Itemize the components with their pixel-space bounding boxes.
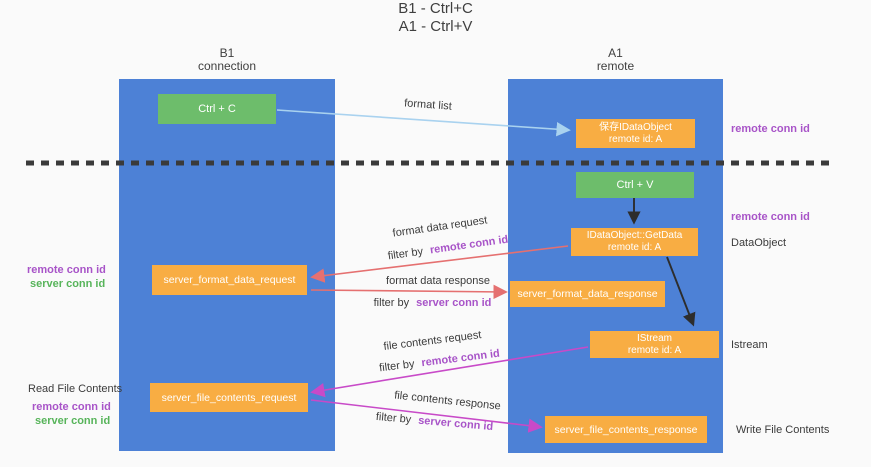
column-a1-role: remote [596, 59, 635, 73]
istream-side-label: Istream [731, 339, 768, 351]
remote-conn-id-label-left-mid: remote conn id [27, 264, 106, 276]
server-file-contents-response-label: server_file_contents_response [554, 423, 698, 436]
remote-conn-id-label-left-bottom: remote conn id [32, 401, 111, 413]
ctrl-v-label: Ctrl + V [616, 179, 654, 191]
remote-conn-id-label-top-right: remote conn id [731, 123, 810, 135]
server-file-contents-request-label: server_file_contents_request [161, 391, 297, 404]
column-b1-name: B1 [219, 46, 235, 60]
remote-conn-id-label-mid-right: remote conn id [731, 211, 810, 223]
server-file-contents-request-box: server_file_contents_request [150, 383, 308, 412]
idataobject-getdata-box: IDataObject::GetData remote id: A [571, 228, 698, 256]
column-header-a1: A1 remote [508, 47, 723, 73]
ctrl-v-box: Ctrl + V [576, 172, 694, 198]
filter-by-text: filter by [373, 297, 410, 309]
format-data-response-arrow [310, 284, 508, 300]
format-list-label: format list [403, 97, 453, 113]
save-idataobject-line2: remote id: A [608, 133, 663, 145]
column-a1-name: A1 [608, 46, 623, 60]
filter-by-server-conn-id-label-1: filter by server conn id [370, 297, 495, 309]
server-file-contents-response-box: server_file_contents_response [545, 416, 707, 443]
getdata-line1: IDataObject::GetData [586, 230, 683, 241]
server-format-data-request-label: server_format_data_request [163, 274, 296, 286]
filter-by-text: filter by [378, 358, 416, 375]
filter-by-text: filter by [375, 410, 412, 426]
save-idataobject-box: 保存IDataObject remote id: A [576, 119, 695, 148]
ctrl-c-label: Ctrl + C [198, 103, 236, 115]
server-conn-id-text: server conn id [416, 297, 492, 309]
ctrl-c-box: Ctrl + C [158, 94, 276, 124]
write-file-contents-label: Write File Contents [736, 424, 830, 436]
title-line-b1: B1 - Ctrl+C [398, 0, 473, 17]
server-format-data-response-label: server_format_data_response [517, 288, 658, 300]
filter-by-server-conn-id-label-2: filter by server conn id [372, 411, 498, 434]
remote-conn-id-text: remote conn id [429, 233, 509, 257]
istream-line1: IStream [636, 332, 672, 344]
istream-line2: remote id: A [627, 344, 682, 356]
server-format-data-response-box: server_format_data_response [510, 281, 665, 307]
server-format-data-request-box: server_format_data_request [152, 265, 307, 295]
format-data-response-label: format data response [386, 275, 490, 287]
save-idataobject-line1: 保存IDataObject [599, 121, 672, 133]
remote-conn-id-text: remote conn id [420, 347, 501, 370]
dataobject-label: DataObject [731, 237, 787, 249]
diagram-title: B1 - Ctrl+C A1 - Ctrl+V [0, 0, 871, 36]
title-line-a1: A1 - Ctrl+V [398, 18, 473, 35]
read-file-contents-label: Read File Contents [28, 383, 123, 395]
file-contents-response-label: file contents response [393, 389, 502, 413]
column-b1-role: connection [197, 59, 257, 73]
server-conn-id-text: server conn id [417, 414, 494, 434]
getdata-line2: remote id: A [607, 242, 662, 253]
server-conn-id-label-left-mid: server conn id [30, 278, 106, 290]
server-conn-id-label-left-bottom: server conn id [35, 415, 111, 427]
istream-box: IStream remote id: A [590, 331, 719, 358]
column-header-b1: B1 connection [119, 47, 335, 73]
filter-by-text: filter by [387, 245, 424, 263]
